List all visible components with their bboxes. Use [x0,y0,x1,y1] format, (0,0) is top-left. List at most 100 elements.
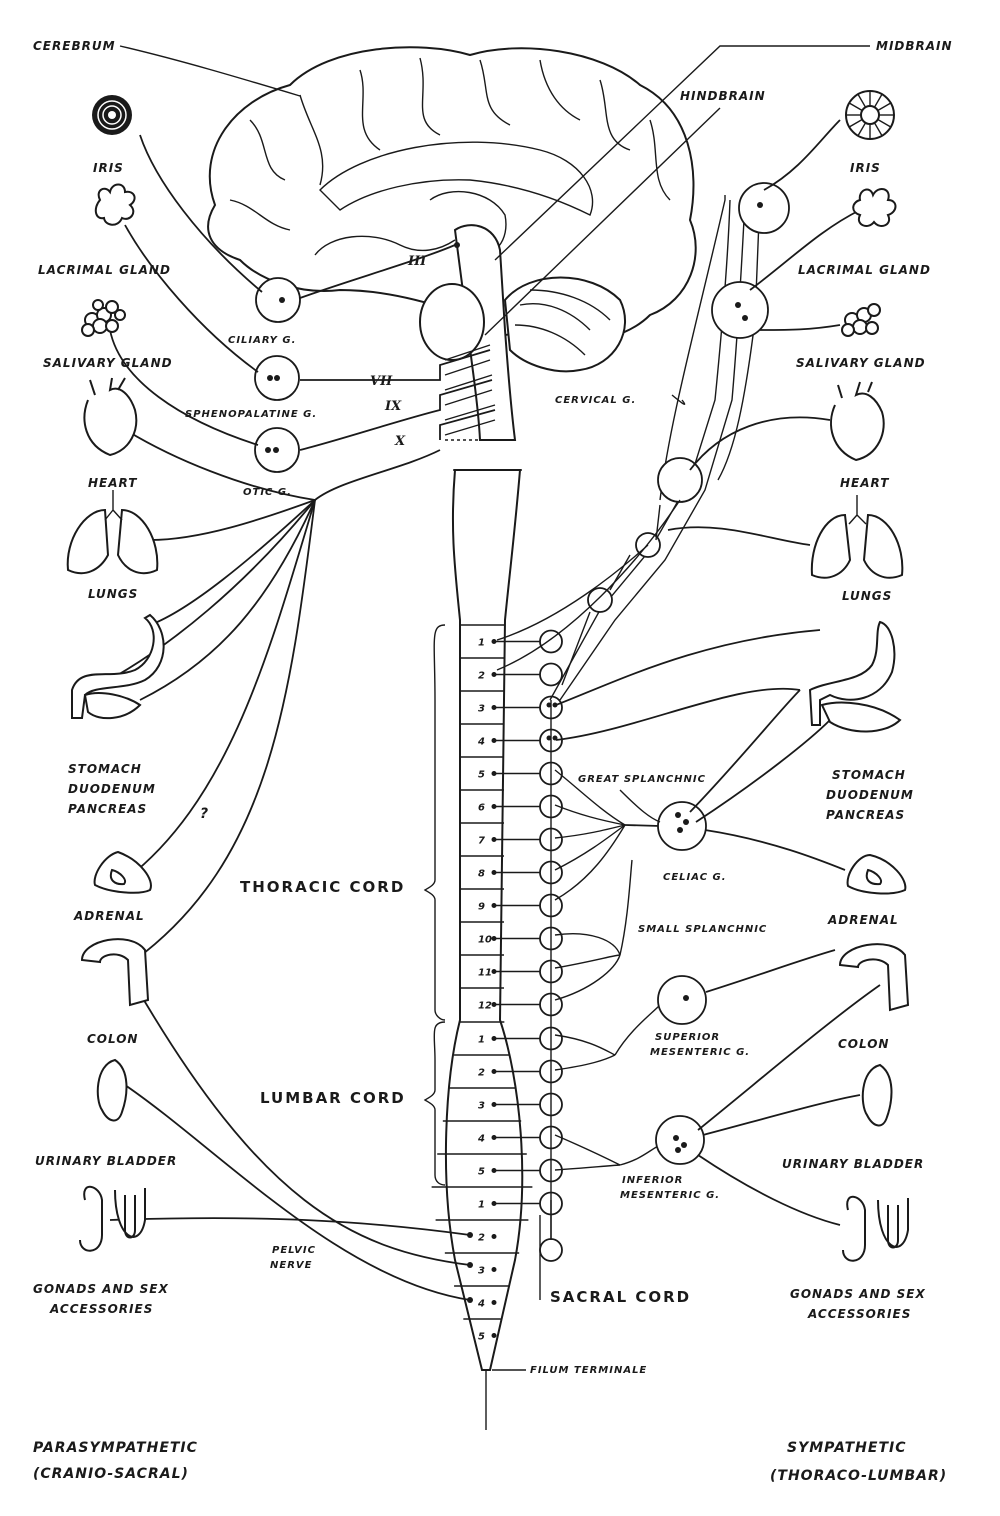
right-colon-icon [838,943,910,1012]
left-organs [66,95,165,1252]
spinal-segment-thoracic-9: 9 [478,902,485,913]
iris-spoke [877,102,892,112]
left-iris-icon [92,95,132,135]
left-label-pancreas: PANCREAS [68,802,147,816]
label-thoracic-cord: THORACIC CORD [240,878,405,896]
label-nerve-ix: IX [384,399,402,414]
ganglion-dot [552,702,558,708]
spinal-segment-thoracic-2: 2 [478,671,485,682]
left-adrenal-icon [93,850,152,894]
right-label-stomach: STOMACH [832,768,906,782]
label-pelvic-nerve-2: NERVE [270,1260,312,1271]
spinal-segment-sacral-2: 2 [478,1233,485,1244]
spinal-segment-thoracic-7: 7 [478,836,485,847]
label-sphenopalatine-g: SPHENOPALATINE G. [185,409,317,420]
label-nerve-x: X [394,434,406,449]
spinal-segment-lumbar-4: 4 [477,1134,485,1145]
left-label-colon: COLON [87,1032,138,1046]
ganglion-dot [546,735,552,741]
left-label-gonads-1: GONADS AND SEX [33,1282,169,1296]
labels: CEREBRUM MIDBRAIN HINDBRAIN CERVICAL G. … [33,39,953,1484]
right-label-pancreas: PANCREAS [826,808,905,822]
segment-root-dot [491,1333,497,1338]
right-label-lacrimal: LACRIMAL GLAND [798,263,931,277]
left-label-adrenal: ADRENAL [73,909,145,923]
label-inferior-mesenteric-1: INFERIOR [622,1175,683,1186]
right-label-bladder: URINARY BLADDER [782,1157,924,1171]
right-label-adrenal: ADRENAL [827,913,899,927]
spinal-segment-lumbar-1: 1 [478,1035,485,1046]
iris-spoke [873,122,883,137]
iris-spoke [857,93,867,108]
spinal-segment-thoracic-12: 12 [478,1001,492,1012]
inferior-mesenteric-ganglion [655,1115,705,1165]
label-superior-mesenteric-1: SUPERIOR [655,1032,720,1043]
label-cervical-g: CERVICAL G. [555,395,636,406]
footer-sympathetic: SYMPATHETIC [787,1440,907,1456]
spinal-segment-lumbar-5: 5 [478,1167,485,1178]
left-label-stomach: STOMACH [68,762,142,776]
left-label-bladder: URINARY BLADDER [35,1154,177,1168]
spinal-segment-lumbar-3: 3 [478,1101,485,1112]
left-colon-icon [80,938,150,1007]
left-heart-icon [83,377,138,457]
spinal-segment-thoracic-4: 4 [477,737,485,748]
footer-parasympathetic: PARASYMPATHETIC [33,1440,198,1456]
label-otic-g: OTIC G. [243,487,292,498]
left-label-iris: IRIS [93,161,124,175]
spinal-segment-sacral-3: 3 [478,1266,485,1277]
label-nerve-iii: III [407,254,427,269]
left-bladder-icon [96,1058,128,1122]
spinal-segment-thoracic-3: 3 [478,704,485,715]
right-organs [808,90,910,1262]
iris-relay-ganglion [738,182,790,234]
iris-spoke [877,118,892,128]
sympathetic-chain [494,629,563,1262]
left-label-lacrimal: LACRIMAL GLAND [38,263,171,277]
right-label-gonads-1: GONADS AND SEX [790,1287,926,1301]
chain-ganglion [539,629,563,654]
ganglion-dot [546,702,552,708]
right-label-salivary: SALIVARY GLAND [796,356,926,370]
right-salivary-icon [841,303,881,337]
spinal-segment-thoracic-5: 5 [478,770,485,781]
left-label-salivary: SALIVARY GLAND [43,356,173,370]
label-midbrain: MIDBRAIN [876,39,953,53]
label-inferior-mesenteric-2: MESENTERIC G. [620,1190,720,1201]
right-heart-icon [830,381,885,462]
right-label-heart: HEART [840,476,889,490]
label-ciliary-g: CILIARY G. [228,335,296,346]
spinal-segment-lumbar-2: 2 [478,1068,485,1079]
chain-ganglion [539,1238,563,1262]
segment-root-dot [491,1300,497,1305]
iris-spoke [848,118,863,128]
footer-thoraco-lumbar: (THORACO-LUMBAR) [770,1468,947,1484]
right-label-lungs: LUNGS [842,589,892,603]
chain-ganglion [539,662,563,687]
cranial-ganglia [254,242,496,501]
spinal-segment-thoracic-1: 1 [478,638,485,649]
segment-root-dot [491,1267,497,1272]
ciliary-ganglion [255,277,301,323]
left-label-duodenum: DUODENUM [68,782,156,796]
label-celiac-g: CELIAC G. [663,872,727,883]
label-question-mark: ? [200,806,209,822]
iris-spoke [857,122,867,137]
label-nerve-vii: VII [370,374,393,389]
right-lacrimal-icon [852,188,897,227]
cervical-trunk [496,182,790,701]
label-superior-mesenteric-2: MESENTERIC G. [650,1047,750,1058]
spinal-segment-thoracic-8: 8 [478,869,485,880]
left-gonads-icon [79,1185,146,1252]
left-stomach-icon [71,613,165,720]
label-small-splanchnic: SMALL SPLANCHNIC [638,924,767,935]
right-gonads-icon [842,1195,909,1262]
spinal-segment-sacral-5: 5 [478,1332,485,1343]
spinal-segment-sacral-4: 4 [477,1299,485,1310]
lacrimal-relay-ganglion [711,281,769,339]
sympathetic-nerves [554,119,881,1226]
label-filum-terminale: FILUM TERMINALE [530,1365,647,1376]
left-label-lungs: LUNGS [88,587,138,601]
label-lumbar-cord: LUMBAR CORD [260,1089,406,1107]
